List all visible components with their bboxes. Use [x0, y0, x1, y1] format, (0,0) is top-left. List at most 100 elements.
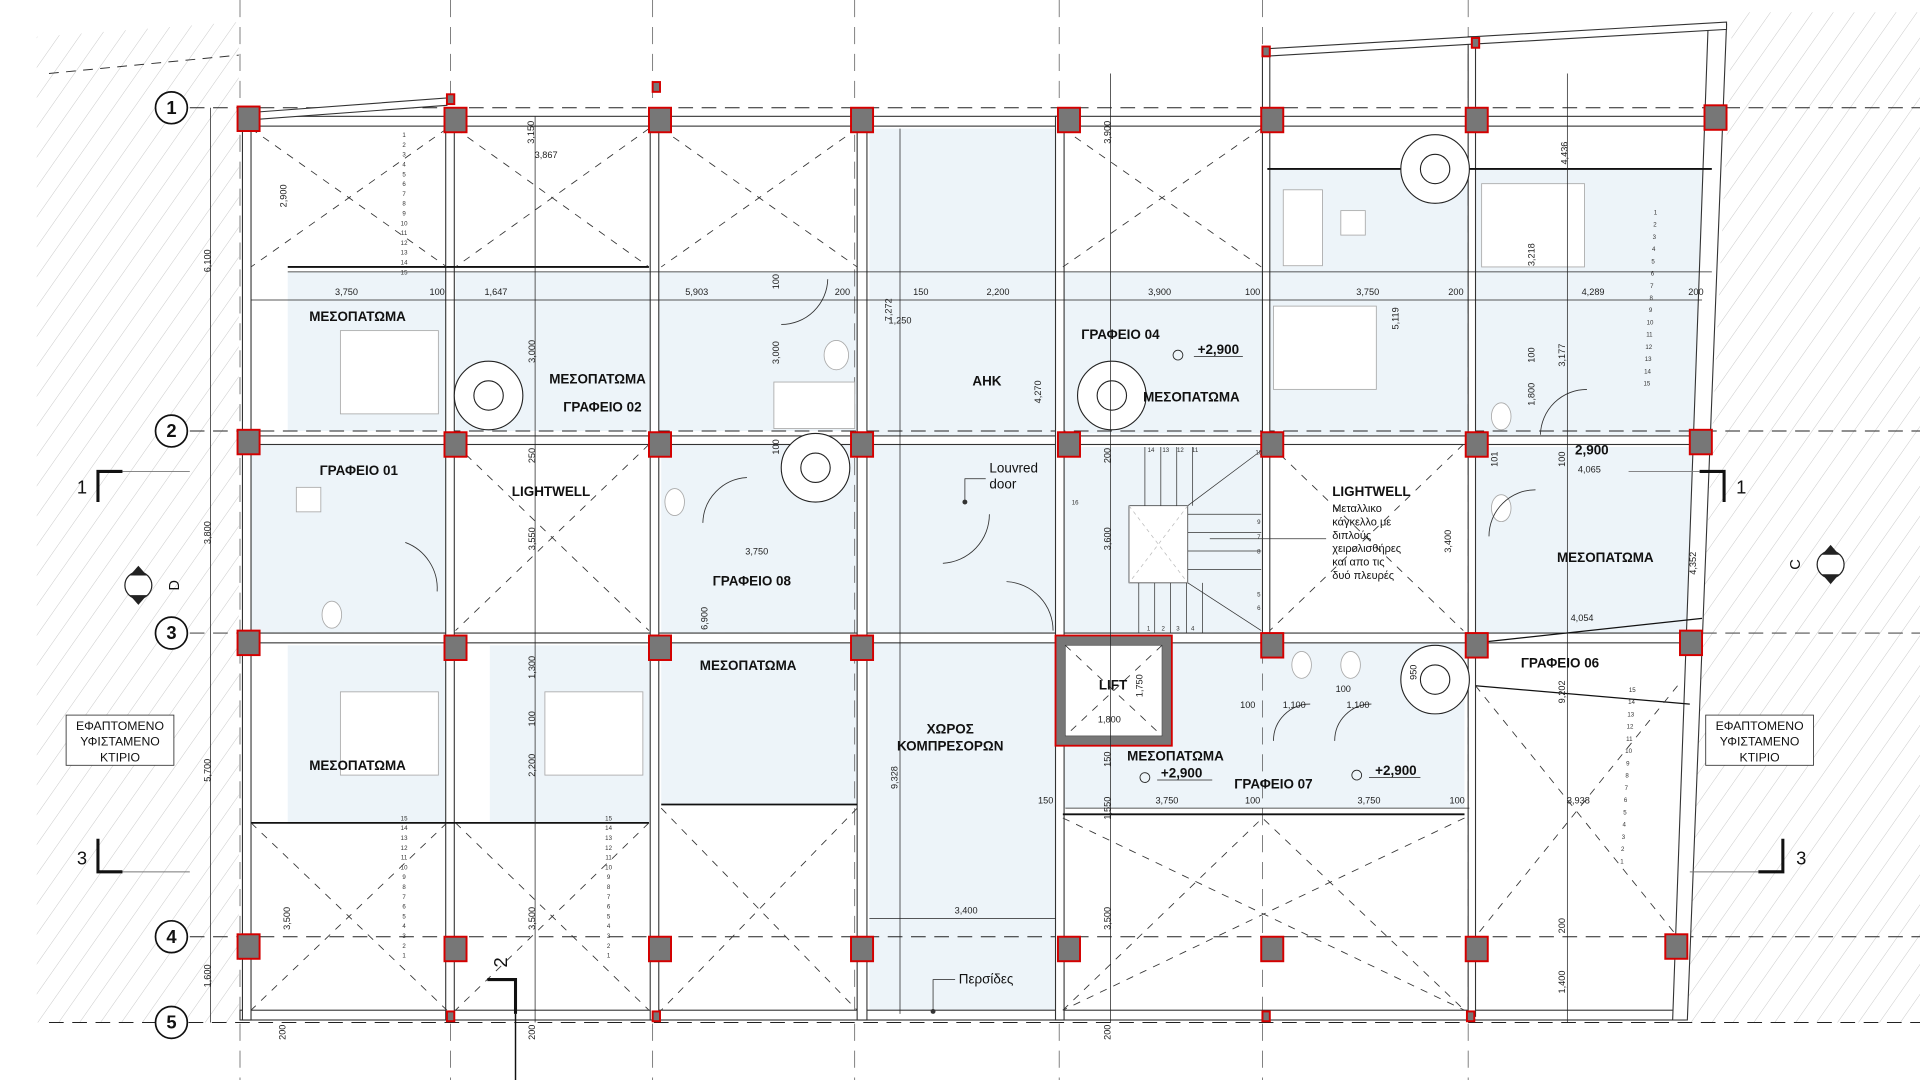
dimension-label: 3,000	[771, 341, 781, 364]
stair-step-number: 9	[607, 874, 611, 881]
room-label: ΓΡΑΦΕΙΟ 08	[713, 573, 792, 588]
dimension-label: 150	[913, 287, 928, 297]
dimension-label: 3,400	[955, 905, 978, 915]
dimension-label: 2,200	[986, 287, 1009, 297]
level-label: +2,900	[1375, 763, 1417, 778]
dimension-label: 3,867	[535, 150, 558, 160]
dimension-label: 100	[771, 439, 781, 454]
stair-step-number: 4	[402, 162, 406, 169]
svg-text:ΕΦΑΠΤΟΜΕΝΟ: ΕΦΑΠΤΟΜΕΝΟ	[1716, 719, 1804, 733]
stair-step-number: 5	[402, 913, 406, 920]
column	[443, 935, 468, 963]
dimension-label: 200	[1448, 287, 1463, 297]
column	[850, 634, 875, 661]
stair-step-number: 6	[1257, 605, 1261, 612]
dimension-label: 1,300	[527, 656, 537, 679]
column	[1470, 36, 1481, 49]
grid-label: 2	[166, 420, 176, 441]
svg-text:door: door	[989, 477, 1016, 492]
svg-text:χειρολισθήρες: χειρολισθήρες	[1332, 543, 1401, 555]
stair-step-number: 7	[1625, 785, 1629, 792]
dimension-label: 2,900	[279, 184, 289, 207]
column	[651, 1010, 661, 1023]
dimension-label: 100	[1245, 795, 1260, 805]
dimension-label: 1,647	[484, 287, 507, 297]
stair-step-number: 9	[402, 211, 406, 218]
note-louvred-door: Louvred door	[962, 461, 1038, 505]
section-marker-2: 2	[487, 957, 518, 1080]
dimension-label: 5,119	[1390, 307, 1400, 329]
stair-step-number: 6	[1624, 797, 1628, 804]
stair-step-number: 2	[1162, 626, 1166, 633]
stair-step-number: 12	[1627, 724, 1634, 731]
stair-step-number: 9	[1257, 519, 1261, 526]
dimension-label: 1,800	[1526, 383, 1536, 406]
grid-label: 1	[166, 97, 176, 118]
grid-bubble: 1	[154, 90, 189, 125]
dimension-label: 3,550	[527, 527, 537, 550]
column	[1464, 935, 1489, 963]
dimension-label: 3,750	[335, 287, 358, 297]
adjacent-building-label-right: ΕΦΑΠΤΟΜΕΝΟ ΥΦΙΣΤΑΜΕΝΟ ΚΤΙΡΙΟ	[1705, 714, 1814, 766]
svg-text:ΕΦΑΠΤΟΜΕΝΟ: ΕΦΑΠΤΟΜΕΝΟ	[76, 719, 164, 733]
dimension-label: 7,272	[883, 298, 893, 321]
section-label: 3	[77, 847, 87, 868]
column	[236, 428, 261, 456]
stair-step-number: 14	[401, 259, 408, 266]
room-label: ΜΕΣΟΠΑΤΩΜΑ	[549, 371, 646, 386]
dimension-label: 100	[1557, 452, 1567, 467]
stair-step-number: 7	[607, 894, 611, 901]
grid-bubble: 5	[154, 1005, 189, 1040]
stair-step-number: 10	[1625, 748, 1632, 755]
stair-step-number: 11	[401, 855, 408, 862]
column	[648, 106, 672, 134]
room-label: ΜΕΣΟΠΑΤΩΜΑ	[309, 758, 406, 773]
dimension-label: 3,000	[527, 340, 537, 363]
svg-text:ΥΦΙΣΤΑΜΕΝΟ: ΥΦΙΣΤΑΜΕΝΟ	[80, 735, 160, 749]
stair-step-number: 3	[1653, 234, 1657, 241]
stair-step-number: 4	[1622, 822, 1626, 829]
column	[648, 431, 672, 458]
dimension-label: 100	[1240, 700, 1255, 710]
stair-step-number: 7	[1257, 534, 1261, 541]
column	[651, 81, 661, 93]
adjacent-building-label-left: ΕΦΑΠΤΟΜΕΝΟ ΥΦΙΣΤΑΜΕΝΟ ΚΤΙΡΙΟ	[65, 714, 175, 766]
stair-step-number: 12	[605, 845, 612, 852]
elevation-label: C	[1788, 559, 1804, 570]
dimension-label: 100	[1526, 347, 1536, 362]
svg-text:δυό πλευρές: δυό πλευρές	[1332, 570, 1394, 582]
stair-step-number: 5	[607, 913, 611, 920]
stair-step-number: 12	[401, 845, 408, 852]
dimension-label: 4,436	[1559, 142, 1569, 165]
column	[850, 431, 875, 458]
stair-step-number: 12	[401, 240, 408, 247]
dimension-label: 3,500	[527, 907, 537, 930]
stair-step-number: 6	[402, 904, 406, 911]
section-label: 1	[1736, 476, 1746, 497]
section-label: 2	[490, 957, 511, 967]
dimension-label: 150	[1103, 752, 1113, 767]
stair-step-number: 9	[1649, 307, 1653, 314]
dimension-label: 200	[1103, 448, 1113, 463]
dimension-label: 4,054	[1571, 613, 1594, 623]
dimension-label: 3,150	[526, 121, 536, 144]
room-label: ΓΡΑΦΕΙΟ 01	[320, 463, 399, 478]
column	[1703, 104, 1728, 131]
dimension-label: 200	[1557, 918, 1567, 933]
dimension-label: 1,750	[1134, 674, 1144, 697]
column	[236, 933, 261, 960]
level-label: 2,900	[1575, 442, 1609, 457]
dimension-label: 1,550	[1103, 797, 1113, 820]
elevation-marker-c: C	[1788, 544, 1845, 585]
stair-step-number: 9	[402, 874, 406, 881]
stair-step-number: 12	[1177, 447, 1184, 454]
stair-step-number: 15	[401, 815, 408, 822]
column	[236, 629, 261, 657]
stair-step-number: 8	[1650, 295, 1654, 302]
walls	[239, 21, 1728, 1021]
dimension-label: 3,750	[1358, 795, 1381, 805]
